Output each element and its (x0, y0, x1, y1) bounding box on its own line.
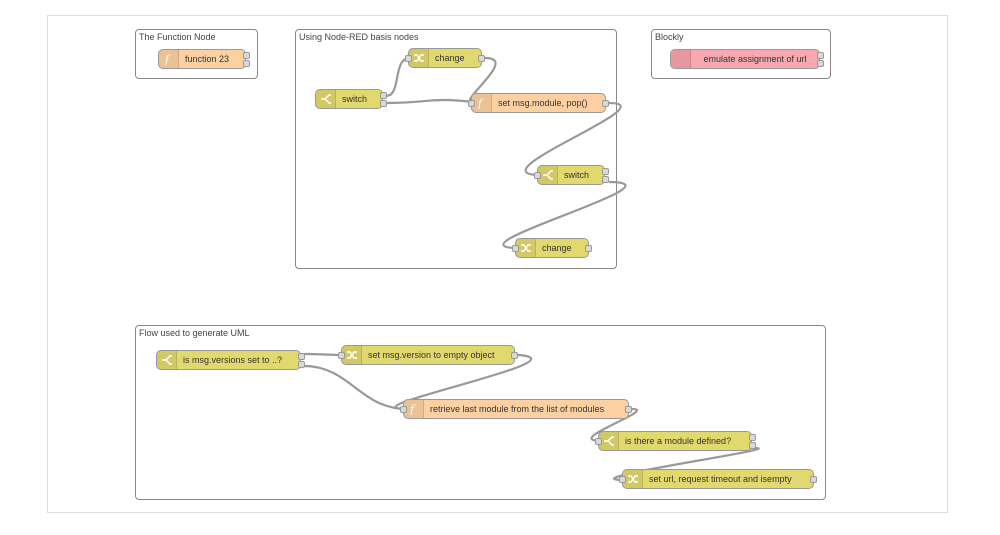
output-port[interactable] (380, 100, 387, 107)
node-uml-set-version[interactable]: set msg.version to empty object (338, 345, 518, 365)
node-change-bottom[interactable]: change (512, 238, 592, 258)
output-port[interactable] (749, 442, 756, 449)
group-blockly[interactable]: Blockly (651, 29, 831, 79)
output-port[interactable] (511, 352, 518, 359)
switch-icon (157, 351, 177, 369)
svg-text:f: f (409, 403, 416, 415)
node-uml-switch-versions[interactable]: is msg.versions set to ..? (156, 350, 305, 370)
node-label: set url, request timeout and isempty (649, 474, 792, 484)
group-label: Using Node-RED basis nodes (299, 32, 419, 42)
output-port[interactable] (478, 55, 485, 62)
input-port[interactable] (468, 100, 475, 107)
blockly-icon (671, 50, 691, 68)
output-port[interactable] (298, 353, 305, 360)
output-port[interactable] (602, 100, 609, 107)
group-label: Flow used to generate UML (139, 328, 250, 338)
node-switch-mid[interactable]: switch (534, 165, 609, 185)
input-port[interactable] (338, 352, 345, 359)
node-label: set msg.version to empty object (368, 350, 495, 360)
node-label: switch (564, 170, 590, 180)
node-label: function 23 (185, 54, 230, 64)
output-port[interactable] (602, 176, 609, 183)
svg-text:f: f (164, 53, 171, 65)
output-port[interactable] (625, 406, 632, 413)
group-label: Blockly (655, 32, 684, 42)
node-uml-retrieve[interactable]: f retrieve last module from the list of … (400, 399, 632, 419)
node-uml-module-defined[interactable]: is there a module defined? (595, 431, 756, 451)
node-label: switch (342, 94, 368, 104)
function-icon: f (472, 94, 492, 112)
change-icon (623, 470, 643, 488)
output-port[interactable] (298, 361, 305, 368)
function-icon: f (404, 400, 424, 418)
output-port[interactable] (749, 434, 756, 441)
switch-icon (599, 432, 619, 450)
group-label: The Function Node (139, 32, 216, 42)
input-port[interactable] (595, 438, 602, 445)
change-icon (409, 49, 429, 67)
node-label: change (542, 243, 572, 253)
group-uml[interactable]: Flow used to generate UML (135, 325, 826, 500)
node-label: set msg.module, pop() (498, 98, 588, 108)
node-blockly-url[interactable]: emulate assignment of url (670, 49, 824, 69)
output-port[interactable] (602, 168, 609, 175)
output-port[interactable] (243, 60, 250, 67)
switch-icon (316, 90, 336, 108)
input-port[interactable] (534, 172, 541, 179)
node-label: is msg.versions set to ..? (183, 355, 283, 365)
output-port[interactable] (810, 476, 817, 483)
svg-text:f: f (477, 97, 484, 109)
output-port[interactable] (817, 60, 824, 67)
node-label: is there a module defined? (625, 436, 732, 446)
change-icon (516, 239, 536, 257)
output-port[interactable] (380, 92, 387, 99)
output-port[interactable] (817, 52, 824, 59)
node-label: retrieve last module from the list of mo… (430, 404, 605, 414)
node-label: emulate assignment of url (703, 54, 807, 64)
node-label: change (435, 53, 465, 63)
node-uml-set-url[interactable]: set url, request timeout and isempty (619, 469, 817, 489)
group-function-node[interactable]: The Function Node (135, 29, 258, 79)
output-port[interactable] (585, 245, 592, 252)
function-icon: f (159, 50, 179, 68)
input-port[interactable] (619, 476, 626, 483)
input-port[interactable] (512, 245, 519, 252)
switch-icon (538, 166, 558, 184)
node-switch-left[interactable]: switch (315, 89, 387, 109)
node-change-top[interactable]: change (405, 48, 485, 68)
change-icon (342, 346, 362, 364)
input-port[interactable] (405, 55, 412, 62)
output-port[interactable] (243, 52, 250, 59)
input-port[interactable] (400, 406, 407, 413)
node-set-module-pop[interactable]: f set msg.module, pop() (468, 93, 609, 113)
node-function-23[interactable]: f function 23 (158, 49, 250, 69)
